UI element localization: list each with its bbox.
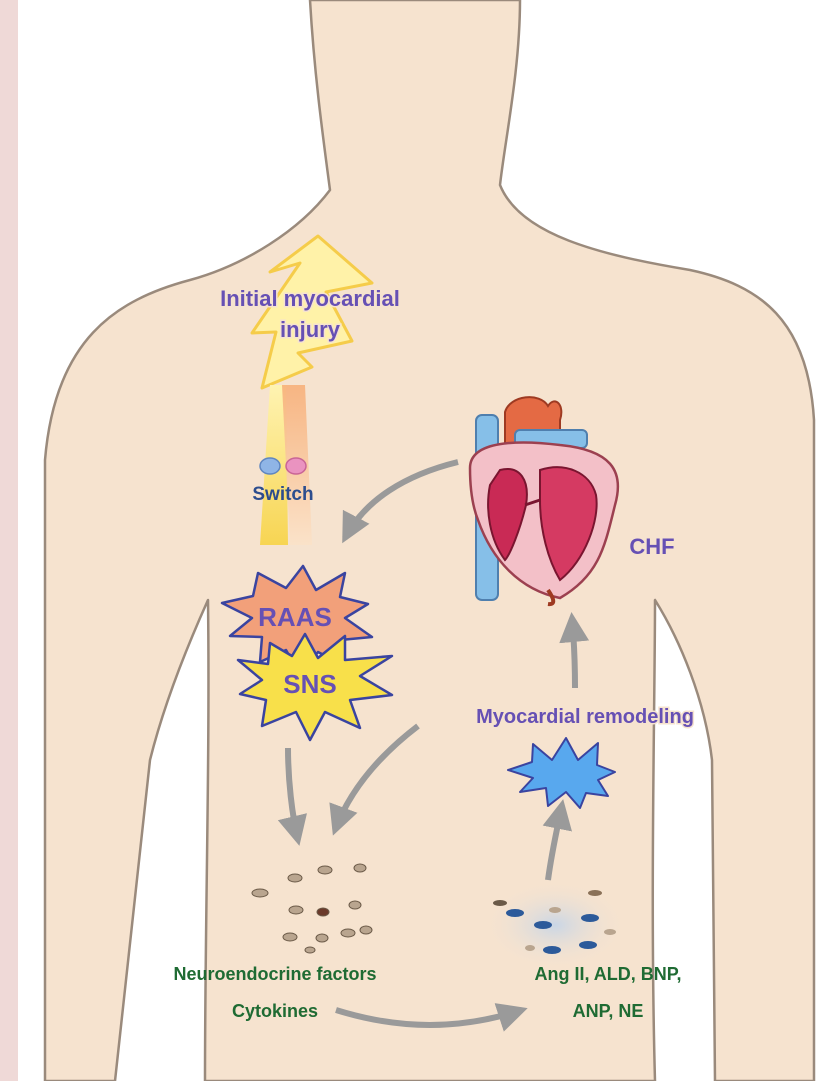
background-left-strip (0, 0, 18, 1081)
molecule-cloud (483, 880, 627, 970)
switch-icon (260, 458, 280, 474)
sns-label: SNS (283, 669, 336, 699)
neuroendocrine-label: Neuroendocrine factors (173, 964, 376, 984)
injury-label-line2: injury (280, 317, 341, 342)
cytokines-label: Cytokines (232, 1001, 318, 1021)
remodeling-label: Myocardial remodeling (476, 706, 694, 728)
switch-label: Switch (252, 484, 313, 505)
ang-label-line1: Ang II, ALD, BNP, (534, 964, 681, 984)
arrow-remodeling-up (572, 618, 575, 688)
injury-label-line1: Initial myocardial (220, 286, 400, 311)
switch-knob-icon (286, 458, 306, 474)
body-silhouette (45, 0, 814, 1081)
raas-label: RAAS (258, 602, 332, 632)
chf-label: CHF (629, 534, 674, 559)
ang-label-line2: ANP, NE (573, 1001, 644, 1021)
